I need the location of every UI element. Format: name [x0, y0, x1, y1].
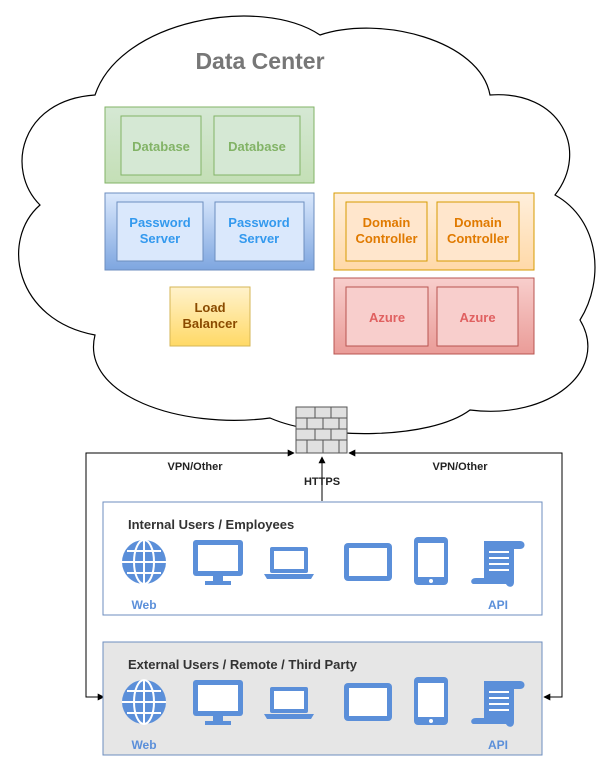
- password-server-box-2[interactable]: [214, 201, 305, 262]
- domain-controller-box-2[interactable]: [436, 201, 520, 262]
- internal-api-scroll-icon: [471, 541, 525, 587]
- domain-controller-label-1: Domain Controller: [355, 215, 418, 246]
- external-desktop-icon: [193, 680, 243, 725]
- database-box-1[interactable]: [120, 115, 202, 176]
- external-users-panel: [102, 641, 543, 756]
- external-web-label: Web: [131, 738, 157, 752]
- load-balancer-label: Load Balancer: [182, 300, 238, 331]
- database-label-2: Database: [228, 139, 286, 154]
- firewall-icon: [295, 406, 348, 454]
- external-laptop-icon: [264, 687, 314, 719]
- azure-label-1: Azure: [368, 310, 406, 325]
- vpn-left-connector: [85, 449, 295, 701]
- domain-controller-label-2: Domain Controller: [446, 215, 510, 246]
- vpn-right-label: VPN/Other: [432, 461, 488, 473]
- external-api-label: API: [487, 738, 508, 752]
- internal-desktop-icon: [193, 540, 243, 585]
- azure-box-1[interactable]: [345, 286, 429, 347]
- https-label: HTTPS: [303, 476, 341, 488]
- external-api-scroll-icon: [471, 681, 525, 727]
- external-users-title: External Users / Remote / Third Party: [128, 657, 358, 672]
- internal-users-panel: [102, 501, 543, 616]
- external-globe-icon: [122, 679, 166, 725]
- external-tablet-icon: [344, 683, 392, 721]
- database-box-2[interactable]: [213, 115, 301, 176]
- vpn-left-label: VPN/Other: [167, 461, 223, 473]
- internal-tablet-icon: [344, 543, 392, 581]
- domain-controller-box-1[interactable]: [345, 201, 428, 262]
- internal-web-label: Web: [131, 598, 157, 612]
- password-server-label-1: Password Server: [129, 215, 191, 246]
- database-label-1: Database: [132, 139, 190, 154]
- azure-box-2[interactable]: [436, 286, 519, 347]
- vpn-right-connector: [348, 449, 563, 701]
- password-server-label-2: Password Server: [228, 215, 290, 246]
- internal-api-label: API: [487, 598, 508, 612]
- data-center-title: Data Center: [195, 48, 325, 74]
- load-balancer-box[interactable]: [169, 286, 251, 347]
- internal-laptop-icon: [264, 547, 314, 579]
- password-server-box-1[interactable]: [116, 201, 204, 262]
- external-phone-icon: [414, 677, 448, 725]
- azure-label-2: Azure: [459, 310, 496, 325]
- internal-globe-icon: [122, 539, 166, 585]
- internal-phone-icon: [414, 537, 448, 585]
- internal-users-title: Internal Users / Employees: [128, 517, 295, 532]
